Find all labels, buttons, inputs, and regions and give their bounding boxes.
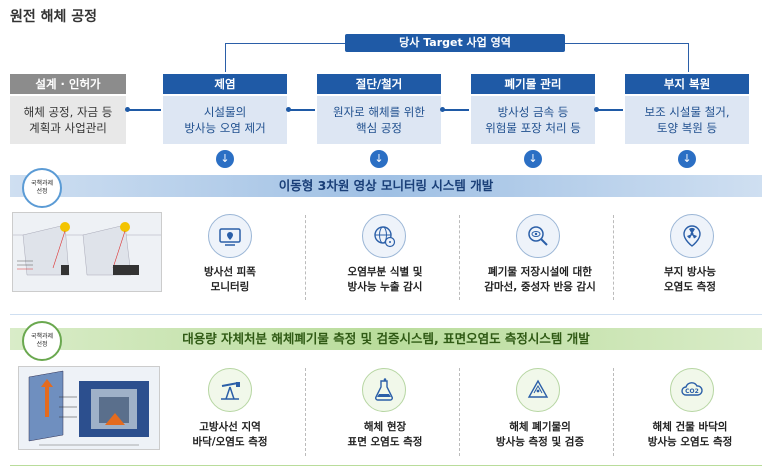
caption-line: 고방사선 지역 bbox=[199, 421, 261, 433]
step-waste-head: 폐기물 관리 bbox=[471, 74, 595, 94]
step-waste-line2: 위험물 포장 처리 등 bbox=[485, 121, 581, 135]
step-cutting-head: 절단/철거 bbox=[317, 74, 441, 94]
connector-2 bbox=[289, 109, 315, 111]
step-waste-body: 방사성 금속 등 위험물 포장 처리 등 bbox=[471, 96, 595, 144]
target-area-label: 당사 Target 사업 영역 bbox=[345, 34, 565, 52]
recycle-triangle-icon bbox=[516, 368, 560, 412]
section-divider bbox=[10, 314, 762, 315]
step-design-line1: 해체 공정, 자금 등 bbox=[23, 105, 113, 119]
caption-line: 부지 방사능 bbox=[664, 266, 716, 278]
divider bbox=[459, 215, 460, 300]
step-site-body: 보조 시설물 철거, 토양 복원 등 bbox=[625, 96, 749, 144]
caption-line: 표면 오염도 측정 bbox=[347, 436, 423, 448]
step-design-body: 해체 공정, 자금 등 계획과 사업관리 bbox=[10, 96, 126, 144]
bottom-divider bbox=[10, 465, 762, 466]
divider bbox=[613, 215, 614, 300]
down-arrow-icon: ↓ bbox=[370, 150, 388, 168]
badge-text-1: 국책과제 bbox=[30, 333, 54, 340]
connector-4 bbox=[597, 109, 623, 111]
connector-1-dot bbox=[125, 107, 130, 112]
connector-3-dot bbox=[440, 107, 445, 112]
connector-3 bbox=[443, 109, 469, 111]
step-waste-line1: 방사성 금속 등 bbox=[497, 105, 569, 119]
badge-text-1: 국책과제 bbox=[30, 180, 54, 187]
divider bbox=[459, 368, 460, 456]
banner-monitoring: 이동형 3차원 영상 모니터링 시스템 개발 bbox=[10, 175, 762, 197]
national-project-badge: 국책과제 선정 bbox=[22, 168, 62, 208]
caption-line: 오염부분 식별 및 bbox=[347, 266, 423, 278]
connector-2-dot bbox=[286, 107, 291, 112]
caption-line: 바닥/오염도 측정 bbox=[192, 436, 268, 448]
divider bbox=[613, 368, 614, 456]
step-decon-line2: 방사능 오염 제거 bbox=[184, 121, 266, 135]
caption-line: 해체 건물 바닥의 bbox=[652, 421, 728, 433]
step-cutting-line1: 원자로 해체를 위한 bbox=[333, 105, 425, 119]
step-site-line2: 토양 복원 등 bbox=[656, 121, 718, 135]
flask-icon bbox=[362, 368, 406, 412]
step-design-head: 설계 · 인허가 bbox=[10, 74, 126, 94]
monitor-location-icon bbox=[208, 214, 252, 258]
caption-line: 방사능 측정 및 검증 bbox=[495, 436, 585, 448]
caption-line: 해체 폐기물의 bbox=[509, 421, 571, 433]
step-site-head: 부지 복원 bbox=[625, 74, 749, 94]
step-design-line2: 계획과 사업관리 bbox=[29, 121, 107, 135]
caption-line: 방사능 누출 감시 bbox=[347, 281, 423, 293]
step-site-line1: 보조 시설물 철거, bbox=[644, 105, 730, 119]
step-cutting-body: 원자로 해체를 위한 핵심 공정 bbox=[317, 96, 441, 144]
step-decon-line1: 시설물의 bbox=[203, 105, 247, 119]
down-arrow-icon: ↓ bbox=[678, 150, 696, 168]
radiation-pin-icon bbox=[670, 214, 714, 258]
page-title: 원전 해체 공정 bbox=[10, 9, 98, 25]
caption-line: 방사능 오염도 측정 bbox=[647, 436, 733, 448]
divider bbox=[305, 368, 306, 456]
co2-cloud-icon: CO2 bbox=[670, 368, 714, 412]
step-cutting-line2: 핵심 공정 bbox=[356, 121, 402, 135]
monitoring-system-image bbox=[12, 212, 162, 292]
step-decon-head: 제염 bbox=[163, 74, 287, 94]
pump-jack-icon bbox=[208, 368, 252, 412]
globe-radiation-icon bbox=[362, 214, 406, 258]
banner-measurement: 대용량 자체처분 해체폐기물 측정 및 검증시스템, 표면오염도 측정시스템 개… bbox=[10, 328, 762, 350]
caption-line: 모니터링 bbox=[210, 281, 250, 293]
caption-line: 해체 현장 bbox=[363, 421, 407, 433]
divider bbox=[305, 215, 306, 300]
caption-line: 오염도 측정 bbox=[664, 281, 716, 293]
caption-line: 방사선 피폭 bbox=[204, 266, 256, 278]
down-arrow-icon: ↓ bbox=[216, 150, 234, 168]
connector-4-dot bbox=[594, 107, 599, 112]
co2-label: CO2 bbox=[685, 388, 699, 395]
magnifier-eye-icon bbox=[516, 214, 560, 258]
step-decon-body: 시설물의 방사능 오염 제거 bbox=[163, 96, 287, 144]
badge-text-2: 선정 bbox=[36, 188, 48, 195]
national-project-badge: 국책과제 선정 bbox=[22, 321, 62, 361]
caption-line: 폐기물 저장시설에 대한 bbox=[488, 266, 592, 278]
measurement-system-image bbox=[18, 366, 160, 450]
caption-line: 감마선, 중성자 반응 감시 bbox=[484, 281, 596, 293]
down-arrow-icon: ↓ bbox=[524, 150, 542, 168]
connector-1 bbox=[128, 109, 161, 111]
badge-text-2: 선정 bbox=[36, 341, 48, 348]
